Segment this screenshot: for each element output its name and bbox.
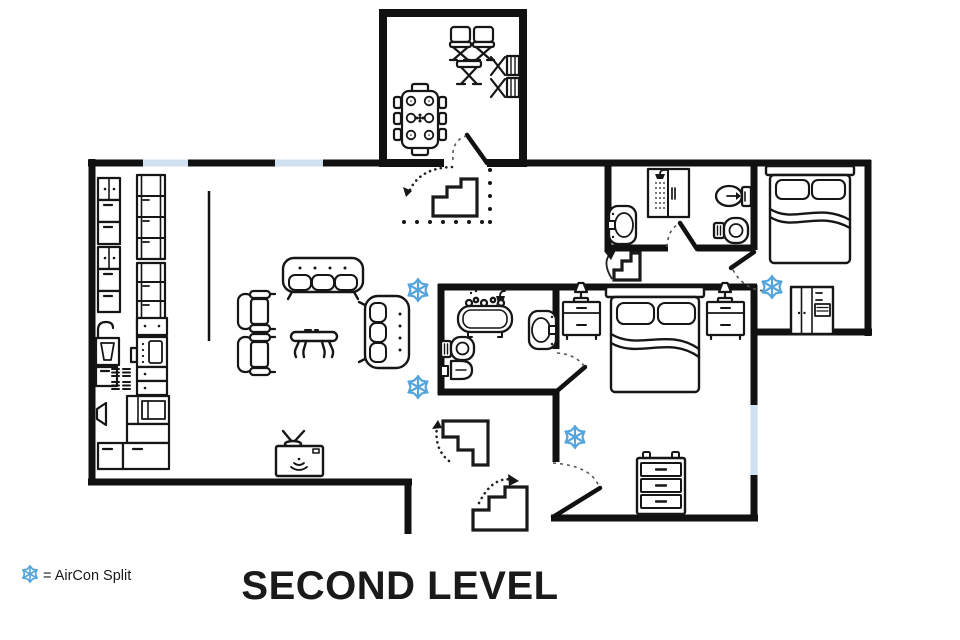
wall-cabinet-icon — [96, 176, 122, 202]
staircase-corridor-icon — [612, 251, 642, 282]
staircase-lower-icon — [471, 485, 529, 532]
wall-cabinet-icon — [96, 289, 122, 314]
arrow-head — [508, 474, 519, 486]
sofa-icon — [281, 256, 365, 301]
kitchen-units — [94, 173, 171, 471]
double-bed-icon — [764, 164, 856, 265]
wall-speaker-icon — [95, 401, 108, 427]
interior-walls — [437, 160, 758, 521]
snowflake-icon — [562, 424, 588, 450]
counter-appliance-icon — [96, 394, 171, 471]
legend: = AirCon Split — [20, 564, 131, 584]
balcony-door-leaf — [464, 132, 490, 166]
director-chair-icon — [471, 25, 496, 62]
wall-cabinet-icon — [96, 267, 122, 293]
folded-chairs-icon — [489, 54, 521, 99]
washbasin-icon — [607, 204, 638, 246]
wardrobe-icon — [789, 285, 835, 336]
coffee-table-icon — [289, 329, 339, 359]
tv-icon — [274, 429, 325, 478]
stair-arrows — [407, 165, 516, 505]
bidet-icon — [440, 359, 474, 381]
nightstand-icon — [561, 281, 602, 341]
bathtub-icon — [456, 289, 514, 338]
staircase-mid-icon — [441, 419, 490, 467]
bathroom-mid-fixtures — [439, 289, 558, 381]
bedroom-top-right-furniture — [764, 164, 856, 336]
arrow-head — [432, 420, 442, 429]
cooktop-burners-icon — [111, 368, 131, 390]
legend-label: = AirCon Split — [43, 568, 131, 584]
wall-cabinet-icon — [96, 198, 122, 224]
nightstand-icon — [705, 281, 746, 341]
toilet-icon — [714, 184, 753, 208]
arrow-heads — [403, 187, 616, 486]
arrow-curve — [477, 477, 516, 505]
armchair-icon — [236, 332, 277, 377]
windows — [143, 159, 758, 475]
snowflake-icon — [759, 274, 785, 300]
living-room-furniture — [236, 256, 411, 478]
bathroom-mid-door-leaf — [554, 364, 588, 394]
armchair-icon — [236, 289, 277, 334]
sofa-2-icon — [357, 294, 411, 370]
plan-title: SECOND LEVEL — [241, 564, 558, 608]
wall-cabinet-icon — [96, 220, 122, 246]
director-chair-icon — [448, 25, 473, 62]
oven-unit-icon — [129, 316, 169, 397]
legend-snowflake-icon — [20, 564, 40, 584]
arrow-head — [403, 187, 412, 197]
door-swing-arc — [556, 352, 585, 367]
door-swing-arc — [451, 135, 467, 161]
arrow-head — [604, 250, 616, 260]
arrow-curve — [407, 165, 454, 194]
folding-table-icon — [455, 59, 483, 86]
shower-icon — [646, 167, 691, 219]
staircase-upper-icon — [431, 177, 479, 218]
washbasin-icon — [527, 309, 558, 351]
bidet-icon — [712, 216, 750, 245]
dresser-icon — [635, 451, 687, 516]
snowflake-icon — [405, 277, 431, 303]
door-leaves — [464, 132, 757, 520]
snowflake-icon — [405, 374, 431, 400]
master-bedroom-furniture — [561, 281, 746, 516]
bedroom-top-right-door-leaf — [728, 249, 757, 271]
door-swing-arc — [552, 462, 600, 488]
wall-cabinet-icon — [96, 245, 122, 271]
balcony-furniture — [392, 25, 521, 157]
bathroom-top-fixtures — [607, 167, 753, 246]
tall-cabinet-icon — [135, 173, 167, 261]
arrow-curve — [435, 425, 451, 463]
door-swing-arc — [666, 223, 680, 248]
balcony-walls — [379, 9, 527, 167]
master-bedroom-door-leaf — [550, 485, 603, 520]
staircases — [431, 177, 642, 532]
toilet-icon — [439, 335, 476, 362]
bathroom-top-door-leaf — [677, 220, 700, 252]
landing-void-dots — [402, 168, 492, 224]
double-bed-icon — [604, 285, 706, 394]
kitchen-sink-icon — [94, 320, 121, 367]
dining-table-icon — [392, 82, 448, 157]
